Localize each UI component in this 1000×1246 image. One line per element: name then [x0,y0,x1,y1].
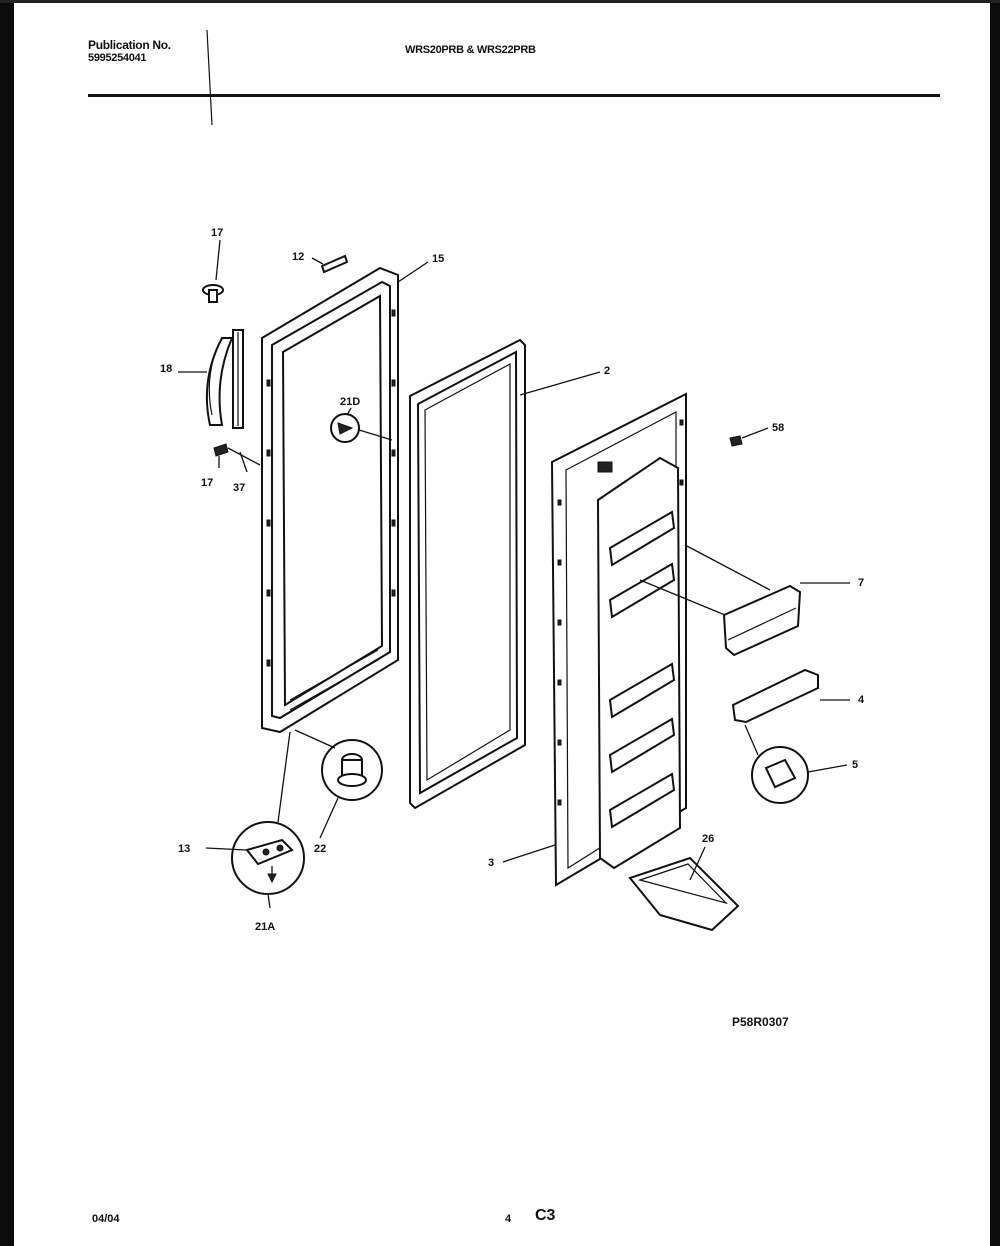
callout-4: 4 [858,694,865,706]
leader-17a [215,239,221,281]
callout-37: 37 [233,482,245,494]
callout-5: 5 [852,759,858,771]
callout-26: 26 [702,833,714,845]
part-17-screw-bottom [213,443,229,468]
callout-21d: 21D [340,396,360,408]
publication-label: Publication No. [88,38,171,52]
callout-7: 7 [858,577,864,589]
leader-21d [346,407,352,416]
callout-3: 3 [488,857,494,869]
footer-date-code: 04/04 [92,1213,120,1225]
diagram-reference-code: P58R0307 [732,1015,789,1029]
callout-2: 2 [604,365,610,377]
callout-13: 13 [178,843,190,855]
part-58-screw [729,427,769,447]
part-17-screw-top [202,284,224,303]
footer-section-code: C3 [535,1207,556,1224]
leader-3 [502,844,556,863]
part-5-detail [744,724,848,804]
publication-number: 5995254041 [88,52,147,64]
callout-58: 58 [772,422,784,434]
callout-17-top: 17 [211,227,223,239]
leader-2 [519,371,601,396]
callout-21a: 21A [255,921,275,933]
callout-22: 22 [314,843,326,855]
callout-17-bottom: 17 [201,477,213,489]
callout-15: 15 [432,253,444,265]
part-21d-detail [330,413,393,443]
model-title: WRS20PRB & WRS22PRB [405,44,536,56]
part-22-detail [294,729,383,839]
leader-15 [397,261,429,283]
part-26-tray [628,846,740,932]
part-handle-trim [232,329,244,429]
page-edge-left [0,0,14,1246]
header-rule [88,94,940,97]
door-liner [550,392,687,887]
scan-mark [206,29,213,126]
leader-37b [239,451,248,473]
part-4-bar [731,668,850,724]
callout-18: 18 [160,363,172,375]
part-13-detail [205,731,305,909]
callout-12: 12 [292,251,304,263]
part-7-bin [639,544,850,657]
door-gasket [409,338,526,810]
page-edge-top [0,0,1000,3]
page-edge-right [990,0,1000,1246]
leader-37 [227,447,261,466]
footer-page-number: 4 [505,1213,512,1225]
leader-12 [311,257,324,265]
part-12-bar [320,254,349,274]
door-frame [261,266,399,734]
part-18-handle [205,337,234,426]
